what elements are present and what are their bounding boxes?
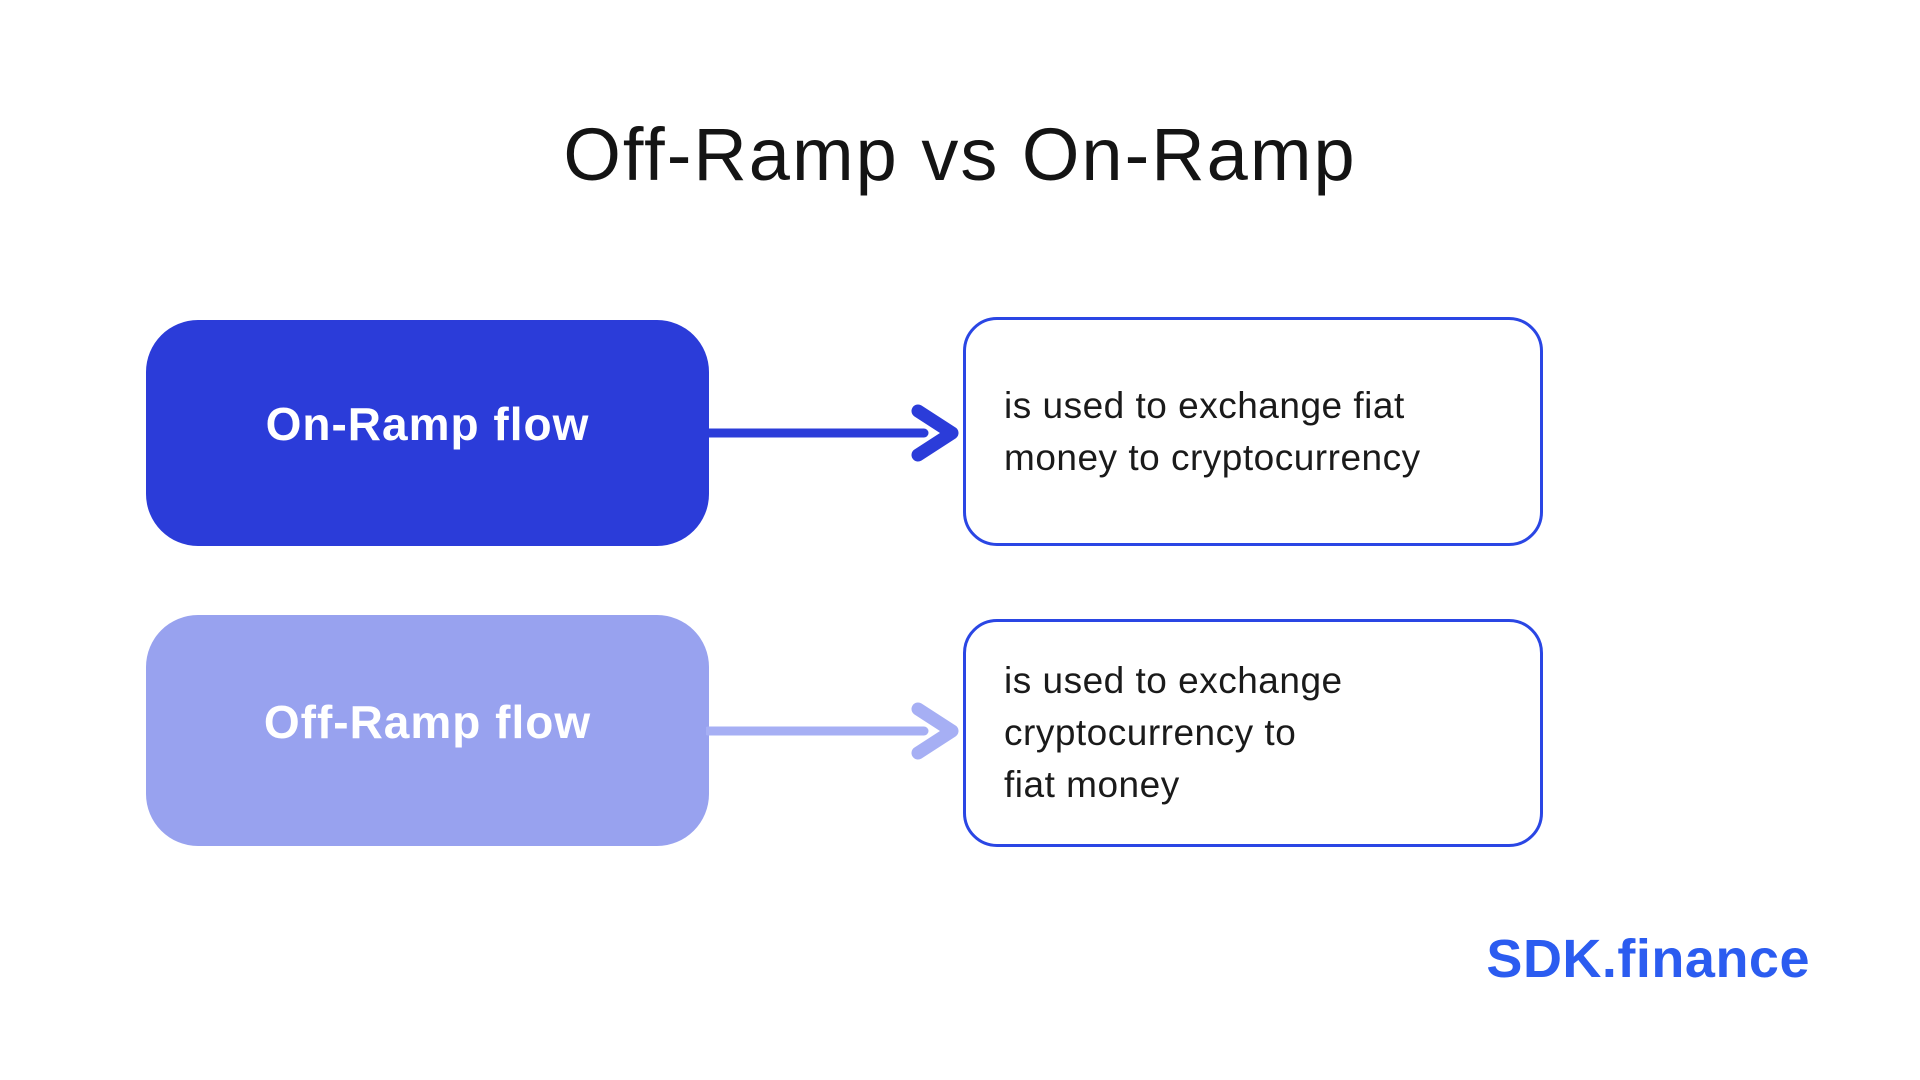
off-ramp-flow-box: Off-Ramp flow — [146, 615, 709, 846]
on-ramp-description-line: is used to exchange fiat — [1004, 384, 1405, 426]
off-ramp-description-line: is used to exchange — [1004, 660, 1343, 701]
off-ramp-description-box: is used to exchange cryptocurrency to fi… — [963, 619, 1543, 847]
on-ramp-flow-label: On-Ramp flow — [265, 398, 590, 450]
off-ramp-description-line: fiat money — [1004, 764, 1180, 805]
on-ramp-description-line: money to cryptocurrency — [1004, 436, 1421, 478]
page-title: Off-Ramp vs On-Ramp — [563, 113, 1357, 196]
off-ramp-flow-label: Off-Ramp flow — [263, 695, 592, 748]
on-ramp-description-box: is used to exchange fiat money to crypto… — [963, 317, 1543, 546]
sdk-finance-logo: SDK.finance — [1486, 929, 1810, 989]
off-ramp-description-line: cryptocurrency to — [1004, 712, 1297, 753]
on-ramp-flow-box: On-Ramp flow — [146, 320, 709, 546]
off-ramp-arrow-right-icon — [706, 702, 959, 760]
on-ramp-arrow-right-icon — [706, 404, 959, 462]
